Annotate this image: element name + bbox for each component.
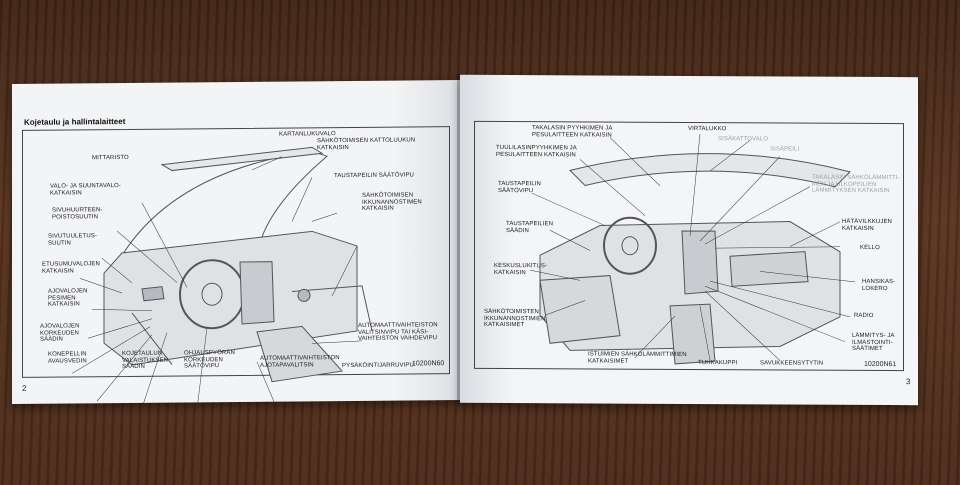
label-sivuhuurteen: SIVUHUURTEEN- POISTOSUUTIN (52, 207, 103, 221)
right-page: TAKALASIN PYYHKIMEN JA PESULAITTEEN KATK… (460, 74, 918, 406)
label-ajotapavalitsin: AUTOMAATTIVAIHTEISTON AJOTAPAVALITSIN (260, 355, 340, 369)
label-hansikaslokero: HANSIKAS- LOKERO (862, 278, 896, 292)
label-sisapeili: SISÄPEILI (770, 146, 800, 153)
label-kartanlukuvalo: KARTANLUKUVALO (279, 131, 336, 138)
label-sivutuuletus: SIVUTUULETUS- SUUTIN (48, 233, 97, 247)
label-valo-suuntavalo: VALO- JA SUUNTAVALO- KATKAISIN (50, 183, 121, 197)
label-konepellin: KONEPELLIN AVAUSVEDIN (48, 351, 87, 365)
figure-code-left: 10200N60 (412, 360, 445, 368)
dashboard-illustration-left (71, 146, 373, 404)
label-taustapeilin-saatovipu: TAUSTAPEILIN SÄÄTÖVIPU (498, 180, 541, 194)
label-takalasin-pyyhkimen: TAKALASIN PYYHKIMEN JA PESULAITTEEN KATK… (532, 125, 613, 139)
label-ikkunannostimien: SÄHKÖTOIMISTEN IKKUNANNOSTIMIEN KATKAISI… (484, 308, 546, 329)
label-ohjauspyoran: OHJAUSPYÖRÄN KORKEUDEN SÄÄTÖVIPU (184, 350, 235, 370)
label-tuhkakuppi: TUHKAKUPPI (698, 360, 738, 367)
label-keskuslukitus: KESKUSLUKITUS- KATKAISIN (494, 262, 548, 276)
page-number-left: 2 (22, 383, 27, 393)
dashboard-illustration-right (529, 134, 856, 365)
label-savukkeensytytin: SAVUKKEENSYTYTIN (760, 360, 824, 367)
label-istuimien: ISTUIMIEN SÄHKÖLÄMMITTIMIEN KATKAISIMET (588, 351, 687, 365)
label-radio: RADIO (854, 312, 874, 319)
left-page: Kojetaulu ja hallintalaitteet (12, 80, 460, 404)
figure-code-right: 10200N61 (864, 360, 897, 369)
label-taustapeilien-saadin: TAUSTAPEILIEN SÄÄDIN (506, 221, 554, 234)
label-takalasin-lammitin: TAKALASIN SÄHKÖLÄMMITTI- MEN JA ULKOPEIL… (812, 174, 900, 195)
label-kojetaulun: KOJETAULUN VALAISTUKSEN SÄÄDIN (122, 350, 169, 371)
label-taustapeili-saato: TAUSTAPEILIN SÄÄTÖVIPU (334, 172, 414, 180)
label-mittaristo: MITTARISTO (92, 154, 129, 162)
label-virtalukko: VIRTALUKKO (688, 125, 727, 133)
label-ajovalojen-pesimen: AJOVALOJEN PESIMEN KATKAISIN (48, 288, 88, 308)
label-etusumuvalojen: ETUSUMUVALOJEN KATKAISIN (42, 261, 100, 275)
page-number-right: 3 (906, 377, 911, 387)
label-kello: KELLO (860, 244, 880, 251)
open-manual-book: Kojetaulu ja hallintalaitteet (8, 74, 928, 406)
label-tuulilasin: TUULILASINPYYHKIMEN JA PESULAITTEEN KATK… (496, 144, 577, 159)
label-hatavilkkujen: HÄTÄVILKKUJEN KATKAISIN (842, 218, 892, 232)
label-pysakointijarru: PYSÄKÖINTIJARRUVIPU (342, 362, 414, 370)
label-ikkunannostimet: SÄHKÖTOIMISEN IKKUNANNOSTIMEN KATKAISIN (362, 192, 422, 213)
label-ajovalojen-korkeuden: AJOVALOJEN KORKEUDEN SÄÄDIN (40, 323, 80, 343)
label-kattoluukku: SÄHKÖTOIMISEN KATTOLUUKUN KATKAISIN (317, 137, 416, 151)
label-lammitys: LÄMMITYS- JA ILMASTOINTI- SÄÄTIMET (852, 332, 895, 353)
label-sisakattovalo: SISÄKATTOVALO (718, 136, 768, 143)
label-valitsinvipu: AUTOMAATTIVAIHTEISTON VALITSINVIPU TAI K… (358, 322, 438, 343)
